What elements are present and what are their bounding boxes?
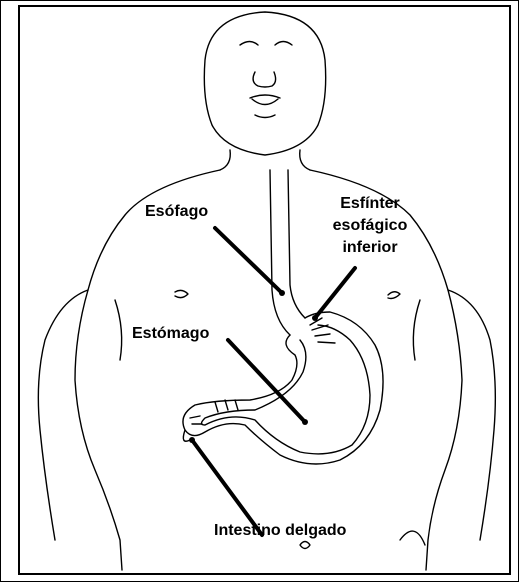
pointer-intestine [192, 440, 262, 535]
pointer-dot-intestine [189, 437, 195, 443]
stomach-outer [183, 312, 383, 464]
pointer-dot-esophagus [279, 290, 285, 296]
left-eye [240, 42, 258, 46]
label-sphincter-line1: Esfínter [320, 195, 420, 213]
label-sphincter: Esfínter esofágico inferior [320, 195, 420, 257]
right-arm [448, 290, 495, 540]
left-armpit [115, 300, 122, 360]
left-arm [38, 290, 88, 540]
rugae-3 [190, 416, 202, 424]
right-nipple [388, 292, 400, 299]
label-esophagus: Esófago [145, 203, 208, 221]
esophagus-right-wall [288, 170, 305, 318]
right-armpit [413, 300, 420, 360]
left-nipple [175, 290, 188, 297]
esophagus-left-wall [270, 170, 290, 335]
torso-left [75, 170, 220, 570]
label-sphincter-line2: esofágico [320, 217, 420, 235]
label-stomach: Estómago [132, 325, 209, 343]
groin-line [400, 531, 425, 545]
label-sphincter-line3: inferior [320, 239, 420, 257]
mouth-lower [252, 99, 278, 105]
neck-right [300, 150, 310, 170]
pointer-sphincter [315, 268, 355, 318]
label-small-intestine: Intestino delgado [214, 522, 346, 540]
rugae-1 [310, 318, 335, 343]
nose [253, 72, 276, 87]
pointer-stomach [228, 340, 305, 422]
pointer-dot-sphincter [312, 315, 318, 321]
neck-left [220, 150, 230, 170]
navel [300, 542, 310, 549]
mouth-upper [250, 95, 280, 98]
right-eye [275, 42, 292, 46]
head-outline [204, 12, 325, 155]
pointer-dot-stomach [302, 419, 308, 425]
chin [255, 115, 275, 118]
